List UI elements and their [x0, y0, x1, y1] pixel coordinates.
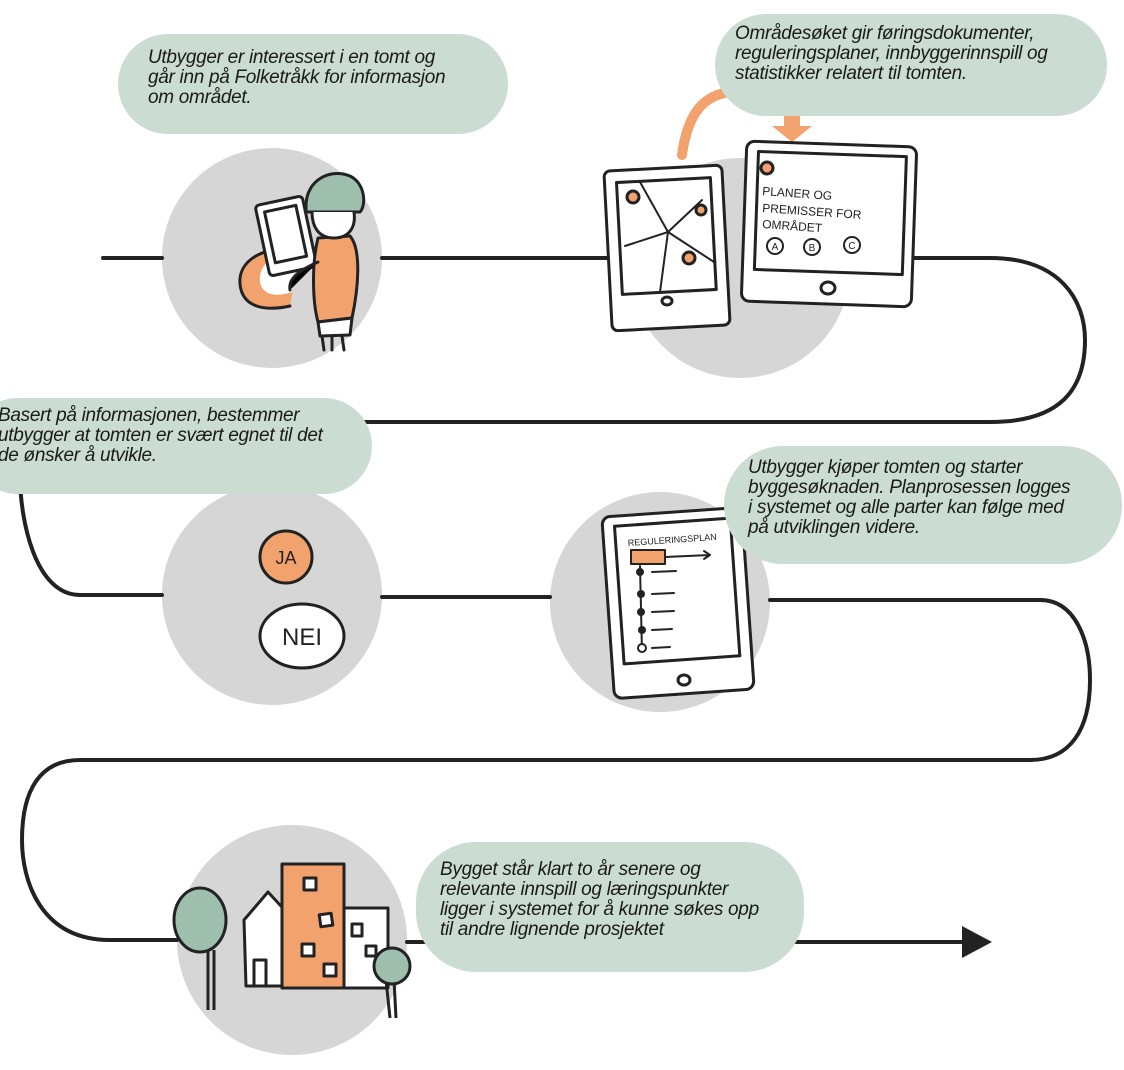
step-5-text-line: til andre lignende prosjektet [440, 919, 664, 940]
tablets-map-plans-icon: PLANER OG PREMISSER FOR OMRÅDET A B C [602, 87, 918, 333]
step-3-text-line: de ønsker å utvikle. [0, 445, 157, 466]
step-4-text-bubble: Utbygger kjøper tomten og starter bygges… [724, 446, 1122, 564]
step-4-text-line: byggesøknaden. Planprosessen logges [748, 477, 1071, 498]
step-4-text-line: Utbygger kjøper tomten og starter [748, 457, 1023, 478]
step-5-text-line: ligger i systemet for å kunne søkes opp [440, 899, 759, 920]
step-1-text-line: om området. [148, 87, 252, 108]
curved-arrow-icon [677, 87, 735, 160]
step-2-text-line: Områdesøket gir føringsdokumenter, [735, 23, 1035, 44]
tablet-regulation-plan-icon: REGULERINGSPLAN [600, 506, 756, 700]
step-5-text-bubble: Bygget står klart to år senere og releva… [416, 842, 804, 972]
step-2-text-line: reguleringsplaner, innbyggerinnspill og [735, 43, 1048, 64]
step-4-text-line: i systemet og alle parter kan følge med [748, 497, 1064, 518]
step-4-text-line: på utviklingen videre. [748, 517, 920, 538]
yes-no-choice-icon: JA NEI [258, 529, 346, 670]
step-1-text-line: går inn på Folketråkk for informasjon [148, 67, 446, 88]
step-1-text-line: Utbygger er interessert i en tomt og [148, 47, 436, 68]
no-option [258, 602, 346, 670]
tablet-plan-title-line-1: PLANER OG [762, 184, 833, 203]
down-arrow-icon [772, 110, 812, 142]
buildings-trees-icon [172, 862, 412, 1019]
step-5-text-line: Bygget står klart to år senere og [440, 859, 701, 880]
tablet-option-b: B [809, 243, 816, 254]
step-2-text-bubble: Områdesøket gir føringsdokumenter, regul… [715, 14, 1107, 116]
step-1-text-bubble: Utbygger er interessert i en tomt og går… [118, 34, 508, 134]
step-3-circle [162, 485, 382, 705]
person-with-tablet-icon [238, 172, 366, 352]
yes-option [258, 529, 314, 585]
no-label: NEI [282, 624, 322, 651]
step-3-text-bubble: Basert på informasjonen, bestemmer utbyg… [0, 398, 372, 494]
tablet-option-a: A [772, 242, 779, 253]
step-3-text-line: utbygger at tomten er svært egnet til de… [0, 425, 323, 446]
step-3-text-line: Basert på informasjonen, bestemmer [0, 405, 300, 426]
step-2-text-line: statistikker relatert til tomten. [735, 63, 967, 84]
step-5-text-line: relevante innspill og læringspunkter [440, 879, 729, 900]
tablet-plan-title-line-2: PREMISSER FOR [762, 201, 862, 222]
yes-label: JA [275, 548, 296, 568]
end-arrowhead [962, 926, 992, 958]
tablet-plan-title-line-3: OMRÅDET [762, 216, 824, 235]
tablet-option-c: C [848, 241, 855, 252]
